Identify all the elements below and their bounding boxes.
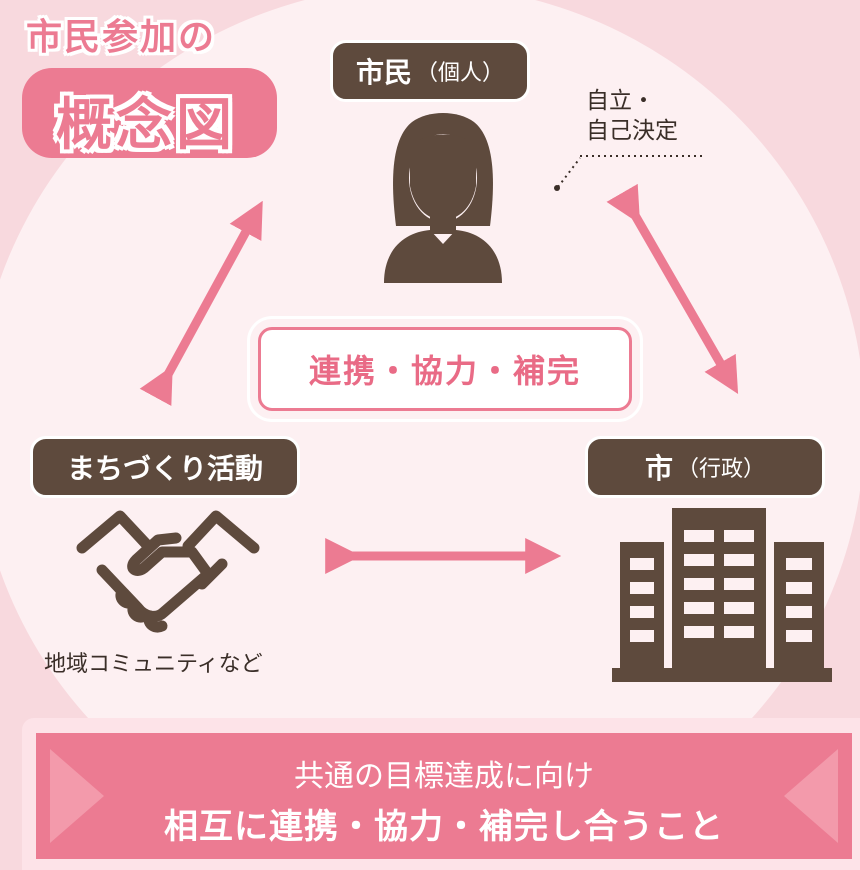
citizen-label: 市民 （個人） xyxy=(330,40,530,102)
note-dotted-leader xyxy=(554,155,702,191)
arrow-community-citizen xyxy=(139,200,263,407)
city-label-main: 市 xyxy=(644,452,673,485)
citizen-note-line1: 自立・ xyxy=(586,88,655,114)
title-block: 市民参加の 概念図 xyxy=(22,8,277,158)
center-label-box: 連携・協力・補完 xyxy=(258,327,632,411)
community-note: 地域コミュニティなど xyxy=(44,652,263,677)
city-label-sub: （行政） xyxy=(677,457,766,482)
citizen-label-main: 市民 xyxy=(355,56,412,89)
banner-line1: 共通の目標達成に向け xyxy=(294,759,594,794)
community-label: まちづくり活動 xyxy=(30,436,300,498)
center-label: 連携・協力・補完 xyxy=(308,352,581,390)
community-label-main: まちづくり活動 xyxy=(66,452,263,485)
person-icon xyxy=(384,113,502,283)
title-line1: 市民参加の xyxy=(26,17,217,58)
banner-line2: 相互に連携・協力・補完し合うこと xyxy=(164,807,724,847)
title-pill xyxy=(22,68,277,158)
building-icon xyxy=(612,508,832,682)
banner-right-triangle xyxy=(784,749,838,843)
citizen-note: 自立・ 自己決定 xyxy=(586,86,678,146)
arrow-citizen-city xyxy=(606,183,739,395)
handshake-icon xyxy=(76,510,260,633)
citizen-note-line2: 自己決定 xyxy=(586,118,678,144)
city-label: 市 （行政） xyxy=(585,436,825,498)
title-line2: 概念図 xyxy=(56,93,236,158)
banner-left-triangle xyxy=(50,749,104,843)
citizen-label-sub: （個人） xyxy=(416,61,505,86)
bottom-banner: 共通の目標達成に向け 相互に連携・協力・補完し合うこと xyxy=(36,733,852,859)
